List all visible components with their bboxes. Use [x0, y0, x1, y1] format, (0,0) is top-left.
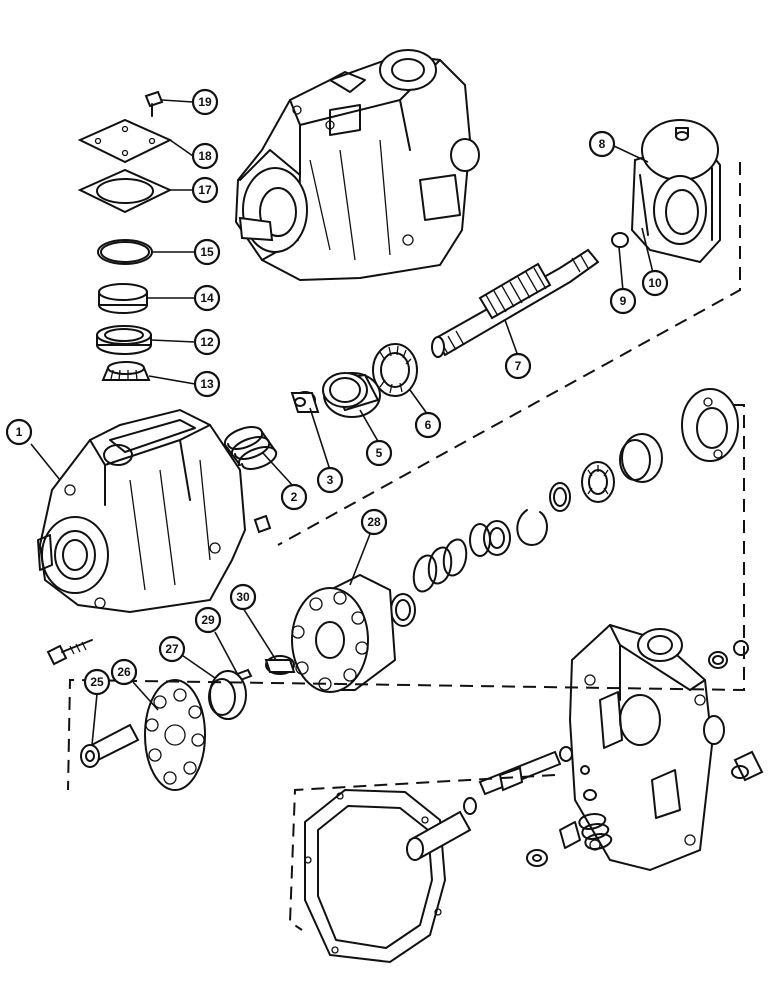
- svg-text:6: 6: [425, 418, 432, 432]
- callout-29: 29: [194, 606, 222, 634]
- svg-text:18: 18: [198, 149, 212, 163]
- svg-text:15: 15: [200, 245, 214, 259]
- callout-9: 9: [609, 287, 637, 315]
- callout-1: 1: [5, 418, 33, 446]
- svg-text:2: 2: [291, 490, 298, 504]
- callout-2: 2: [280, 483, 308, 511]
- callout-19: 19: [191, 88, 219, 116]
- assembled-pump: [234, 49, 480, 282]
- svg-text:3: 3: [327, 473, 334, 487]
- shaft-train: [223, 214, 657, 470]
- svg-text:26: 26: [117, 665, 131, 679]
- callout-5: 5: [365, 439, 393, 467]
- svg-text:9: 9: [620, 294, 627, 308]
- callout-3: 3: [316, 466, 344, 494]
- svg-text:8: 8: [599, 137, 606, 151]
- callout-7: 7: [504, 352, 532, 380]
- callout-26: 26: [110, 658, 138, 686]
- callout-25: 25: [83, 668, 111, 696]
- retainer-parts: [46, 639, 253, 791]
- svg-text:25: 25: [90, 675, 104, 689]
- svg-text:10: 10: [648, 276, 662, 290]
- callout-13: 13: [193, 370, 221, 398]
- callout-12: 12: [193, 328, 221, 356]
- callout-28: 28: [360, 508, 388, 536]
- callout-8: 8: [588, 130, 616, 158]
- end-cap-assembly: [304, 623, 764, 964]
- housing: [37, 408, 272, 614]
- svg-text:28: 28: [367, 515, 381, 529]
- svg-text:13: 13: [200, 377, 214, 391]
- svg-text:19: 19: [198, 95, 212, 109]
- svg-text:30: 30: [236, 590, 250, 604]
- callout-10: 10: [641, 269, 669, 297]
- svg-text:27: 27: [165, 642, 179, 656]
- svg-text:7: 7: [515, 359, 522, 373]
- cylinder-block: [264, 523, 491, 693]
- svg-text:12: 12: [200, 335, 214, 349]
- callout-14: 14: [193, 284, 221, 312]
- callout-30: 30: [229, 583, 257, 611]
- svg-text:29: 29: [201, 613, 215, 627]
- lower-shaft-parts: [483, 388, 739, 556]
- callout-17: 17: [191, 176, 219, 204]
- callout-27: 27: [158, 635, 186, 663]
- svg-text:17: 17: [198, 183, 212, 197]
- assembly-dash-lines: [67, 162, 745, 931]
- callout-18: 18: [191, 142, 219, 170]
- svg-text:5: 5: [376, 446, 383, 460]
- callout-6: 6: [414, 411, 442, 439]
- svg-text:1: 1: [16, 425, 23, 439]
- svg-text:14: 14: [200, 291, 214, 305]
- cover-stack: [77, 90, 173, 381]
- swash-housing: [630, 119, 721, 264]
- callout-15: 15: [193, 238, 221, 266]
